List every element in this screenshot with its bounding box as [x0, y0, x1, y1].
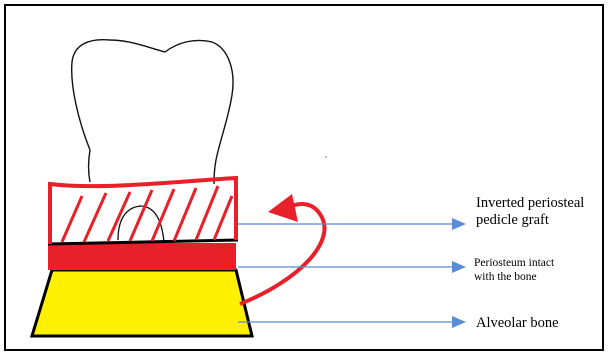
- pointer-arrow-bone: [238, 316, 466, 328]
- label-periosteum-line-1: Periosteum intact: [474, 257, 554, 271]
- label-periosteum-intact: Periosteum intact with the bone: [474, 257, 554, 285]
- tooth-root-left: [89, 150, 91, 182]
- flap-arrow-head: [268, 194, 298, 222]
- label-inverted-periosteal-pedicle-graft: Inverted periosteal pedicle graft: [476, 195, 584, 228]
- flap-curve-arrow: [240, 204, 324, 304]
- tooth-crown-outline: [72, 40, 233, 160]
- label-periosteum-line-2: with the bone: [474, 271, 554, 285]
- periosteum-band: [48, 243, 236, 270]
- pointer-arrow-periosteum: [238, 261, 466, 273]
- pointer-arrow-graft: [238, 218, 466, 230]
- alveolar-bone-shape: [32, 270, 252, 336]
- label-alveolar-bone: Alveolar bone: [476, 315, 559, 332]
- tooth-furcation: [118, 206, 164, 242]
- label-graft-line-2: pedicle graft: [476, 212, 584, 229]
- label-graft-line-1: Inverted periosteal: [476, 195, 584, 212]
- speck-mark: [325, 156, 327, 158]
- graft-hatching: [62, 186, 232, 242]
